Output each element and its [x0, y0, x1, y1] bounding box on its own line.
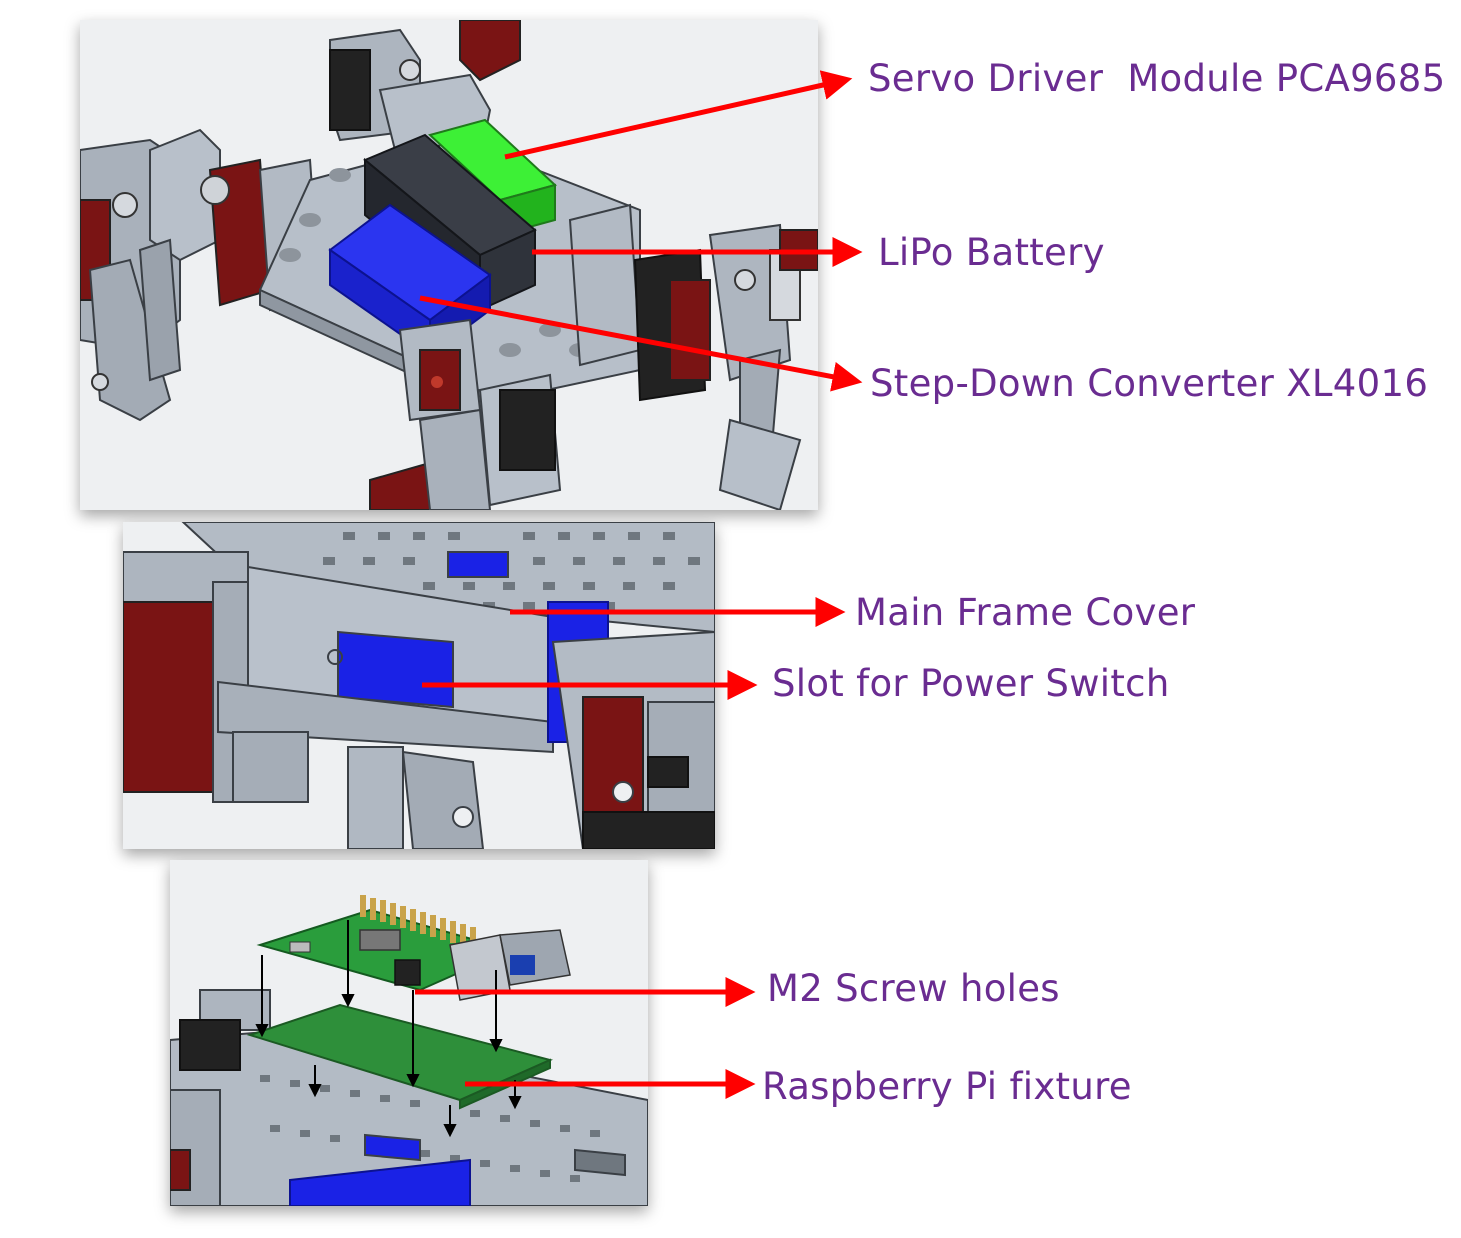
robot-top-view [80, 20, 818, 510]
raspberry-pi-render [170, 860, 648, 1206]
label-m2-screw-holes: M2 Screw holes [767, 967, 1060, 1010]
left-leg [80, 128, 322, 422]
label-step-down-converter: Step-Down Converter XL4016 [870, 362, 1429, 405]
frame-holes [260, 1075, 600, 1182]
raspberry-pi-mount-view [170, 860, 648, 1206]
label-raspberry-pi-fixture: Raspberry Pi fixture [762, 1065, 1132, 1108]
label-power-switch-slot: Slot for Power Switch [772, 662, 1170, 705]
raspberry-pi-board [256, 895, 571, 1001]
label-main-frame-cover: Main Frame Cover [855, 591, 1196, 634]
mount-arrows [255, 920, 522, 1138]
robot-top-render [80, 20, 818, 510]
gpio-header [360, 895, 476, 949]
frame-cover-render [123, 522, 715, 849]
label-lipo-battery: LiPo Battery [878, 231, 1105, 274]
label-servo-driver: Servo Driver Module PCA9685 [868, 57, 1446, 100]
frame-cover-view [123, 522, 715, 849]
